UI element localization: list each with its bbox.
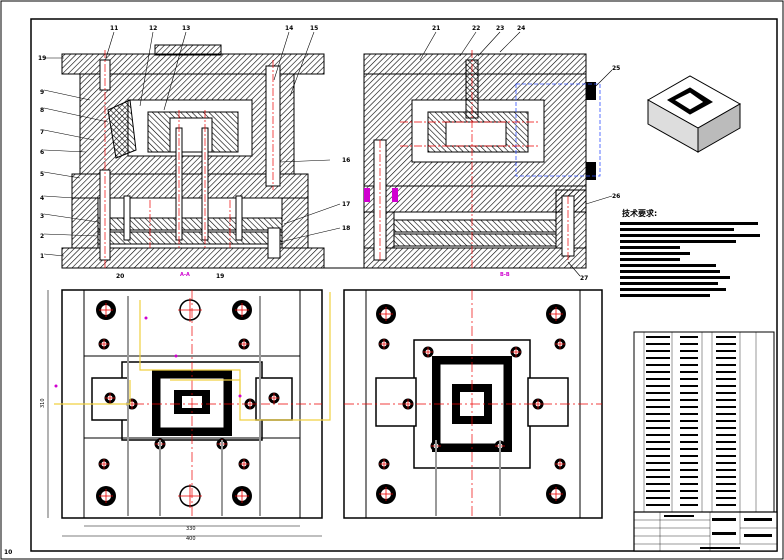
inner-border <box>30 18 778 552</box>
part-label: 27 <box>580 275 588 282</box>
left-section-view <box>61 44 325 269</box>
bill-of-materials <box>633 331 775 513</box>
dim-height: 310 <box>40 398 46 408</box>
part-label: 16 <box>342 157 350 164</box>
right-view-label-text: 21 22 23 24 25 26 27 B-B <box>432 25 620 282</box>
part-label: 24 <box>517 25 525 32</box>
part-isometric <box>646 75 742 153</box>
part-label: 3 <box>40 213 44 220</box>
part-label: 1 <box>40 253 44 260</box>
right-section-view <box>363 50 601 270</box>
part-label: 11 <box>110 25 118 32</box>
title-block <box>633 511 778 552</box>
part-label: 21 <box>432 25 440 32</box>
frame-corner-label: 10 <box>4 549 12 556</box>
section-label-left: A-A <box>180 272 190 278</box>
part-label: 8 <box>40 107 44 114</box>
part-label: 5 <box>40 171 44 178</box>
section-label-right: B-B <box>500 272 510 278</box>
part-label: 18 <box>342 225 350 232</box>
part-label: 19 <box>216 273 224 280</box>
part-label: 15 <box>310 25 318 32</box>
part-label: 25 <box>612 65 620 72</box>
part-label: 19 <box>38 55 46 62</box>
part-label: 20 <box>116 273 124 280</box>
plan-view-left <box>54 289 331 519</box>
part-label: 4 <box>40 195 44 202</box>
left-view-label-text: 19 9 8 7 6 5 4 3 2 1 11 12 13 14 15 16 1… <box>38 25 350 280</box>
plan-dimensions <box>47 290 322 537</box>
part-label: 14 <box>285 25 293 32</box>
part-label: 26 <box>612 193 620 200</box>
tech-req-title: 技术要求: <box>622 208 657 218</box>
part-label: 7 <box>40 129 44 136</box>
part-label: 9 <box>40 89 44 96</box>
part-label: 22 <box>472 25 480 32</box>
plan-view-right <box>320 267 603 519</box>
technical-requirements: 技术要求: <box>620 208 760 297</box>
dim-width: 400 <box>186 536 196 542</box>
right-view-part-labels <box>419 31 613 277</box>
part-label: 17 <box>342 201 350 208</box>
part-label: 2 <box>40 233 44 240</box>
part-label: 6 <box>40 149 44 156</box>
part-label: 12 <box>149 25 157 32</box>
dim-inner: 330 <box>186 526 196 532</box>
part-label: 23 <box>496 25 504 32</box>
left-view-part-labels <box>43 31 341 257</box>
part-label: 13 <box>182 25 190 32</box>
